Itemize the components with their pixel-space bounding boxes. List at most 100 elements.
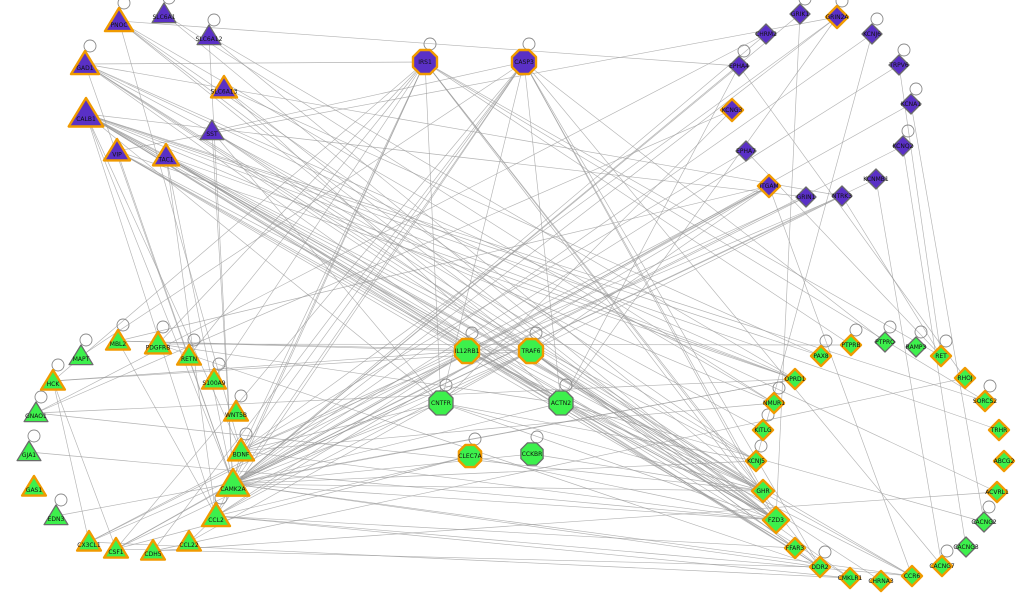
diamond-node-shape[interactable] [955, 536, 977, 558]
node-PNOC[interactable]: PNOC [103, 6, 135, 33]
triangle-node-shape[interactable] [209, 74, 239, 99]
diamond-node-shape[interactable] [861, 23, 883, 45]
diamond-node-shape[interactable] [750, 478, 776, 504]
triangle-node-shape[interactable] [215, 467, 251, 497]
diamond-node-shape[interactable] [987, 418, 1011, 442]
node-SLC6A1[interactable]: SLC6A1 [151, 2, 177, 24]
triangle-node-shape[interactable] [196, 24, 222, 46]
triangle-node-shape[interactable] [67, 96, 105, 128]
node-PAX8[interactable]: PAX8 [809, 344, 833, 368]
triangle-node-shape[interactable] [69, 49, 101, 76]
triangle-node-shape[interactable] [222, 399, 250, 422]
node-ACTN2[interactable]: ACTN2 [548, 390, 574, 416]
node-GNAO1[interactable]: GNAO1 [23, 401, 49, 423]
octagon-node-shape[interactable] [517, 337, 545, 365]
octagon-node-shape[interactable] [453, 337, 481, 365]
node-DDR2[interactable]: DDR2 [808, 555, 832, 579]
node-SORCS2[interactable]: SORCS2 [973, 389, 997, 413]
diamond-node-shape[interactable] [824, 4, 850, 30]
triangle-node-shape[interactable] [199, 119, 225, 141]
diamond-node-shape[interactable] [756, 173, 782, 199]
diamond-node-shape[interactable] [892, 135, 914, 157]
node-KCNMB1[interactable]: KCNMB1 [863, 168, 889, 190]
diamond-node-shape[interactable] [728, 55, 750, 77]
octagon-node-shape[interactable] [428, 390, 454, 416]
diamond-node-shape[interactable] [874, 331, 896, 353]
node-PTPRO[interactable]: PTPRO [874, 331, 896, 353]
diamond-node-shape[interactable] [930, 554, 954, 578]
node-TRAF6[interactable]: TRAF6 [517, 337, 545, 365]
node-CCR6[interactable]: CCR6 [900, 564, 924, 588]
octagon-node-shape[interactable] [520, 442, 544, 466]
node-FZD3[interactable]: FZD3 [761, 505, 791, 535]
node-CSF1[interactable]: CSF1 [102, 536, 130, 559]
node-FFAR3[interactable]: FFAR3 [783, 536, 807, 560]
triangle-node-shape[interactable] [23, 401, 49, 423]
diamond-node-shape[interactable] [888, 54, 910, 76]
diamond-node-shape[interactable] [795, 186, 817, 208]
node-VIP[interactable]: VIP [102, 137, 132, 162]
node-CACNG7[interactable]: CACNG7 [929, 554, 955, 578]
node-CMKLR1[interactable]: CMKLR1 [838, 566, 863, 590]
triangle-node-shape[interactable] [151, 142, 181, 167]
diamond-node-shape[interactable] [992, 449, 1016, 473]
triangle-node-shape[interactable] [102, 536, 130, 559]
node-CHRM2[interactable]: CHRM2 [755, 23, 777, 45]
triangle-node-shape[interactable] [200, 367, 228, 390]
diamond-node-shape[interactable] [789, 3, 811, 25]
triangle-node-shape[interactable] [16, 440, 42, 462]
node-GAD1[interactable]: GAD1 [69, 49, 101, 76]
node-GJA1[interactable]: GJA1 [16, 440, 42, 462]
node-MAPT[interactable]: MAPT [68, 344, 94, 366]
diamond-node-shape[interactable] [755, 23, 777, 45]
node-GRIK1[interactable]: GRIK1 [789, 3, 811, 25]
node-RETN[interactable]: RETN [175, 343, 203, 366]
node-CAMK2A[interactable]: CAMK2A [215, 467, 251, 497]
diamond-node-shape[interactable] [973, 389, 997, 413]
diamond-node-shape[interactable] [865, 168, 887, 190]
node-NTRK3[interactable]: NTRK3 [831, 185, 853, 207]
diamond-node-shape[interactable] [809, 344, 833, 368]
octagon-node-shape[interactable] [548, 390, 574, 416]
node-GRIN1[interactable]: GRIN1 [795, 186, 817, 208]
diamond-node-shape[interactable] [761, 505, 791, 535]
node-KITLG[interactable]: KITLG [751, 418, 775, 442]
node-CACNG3[interactable]: CACNG3 [953, 536, 979, 558]
triangle-node-shape[interactable] [143, 330, 173, 355]
diamond-node-shape[interactable] [905, 336, 927, 358]
node-IL12RB1[interactable]: IL12RB1 [453, 337, 481, 365]
triangle-node-shape[interactable] [175, 529, 203, 552]
triangle-node-shape[interactable] [75, 529, 103, 552]
triangle-node-shape[interactable] [226, 437, 256, 462]
diamond-node-shape[interactable] [838, 566, 862, 590]
triangle-node-shape[interactable] [20, 474, 48, 497]
node-EDN3[interactable]: EDN3 [43, 504, 69, 526]
triangle-node-shape[interactable] [103, 6, 135, 33]
diamond-node-shape[interactable] [808, 555, 832, 579]
node-ABCG2[interactable]: ABCG2 [992, 449, 1016, 473]
diamond-node-shape[interactable] [839, 333, 863, 357]
node-KCNQ2[interactable]: KCNQ2 [892, 135, 914, 157]
octagon-node-shape[interactable] [510, 48, 538, 76]
diamond-node-shape[interactable] [900, 564, 924, 588]
node-CALB1[interactable]: CALB1 [67, 96, 105, 128]
triangle-node-shape[interactable] [102, 137, 132, 162]
node-CNTFR[interactable]: CNTFR [428, 390, 454, 416]
node-GAS1[interactable]: GAS1 [20, 474, 48, 497]
node-PTPRB[interactable]: PTPRB [839, 333, 863, 357]
node-HCK[interactable]: HCK [39, 368, 67, 391]
triangle-node-shape[interactable] [68, 344, 94, 366]
diamond-node-shape[interactable] [953, 366, 977, 390]
diamond-node-shape[interactable] [973, 511, 995, 533]
triangle-node-shape[interactable] [139, 538, 167, 561]
diamond-node-shape[interactable] [751, 418, 775, 442]
triangle-node-shape[interactable] [39, 368, 67, 391]
node-ACVRL1[interactable]: ACVRL1 [985, 480, 1009, 504]
node-CX3CL1[interactable]: CX3CL1 [75, 529, 103, 552]
triangle-node-shape[interactable] [200, 501, 232, 528]
triangle-node-shape[interactable] [43, 504, 69, 526]
diamond-node-shape[interactable] [735, 140, 757, 162]
diamond-node-shape[interactable] [762, 391, 786, 415]
triangle-node-shape[interactable] [175, 343, 203, 366]
